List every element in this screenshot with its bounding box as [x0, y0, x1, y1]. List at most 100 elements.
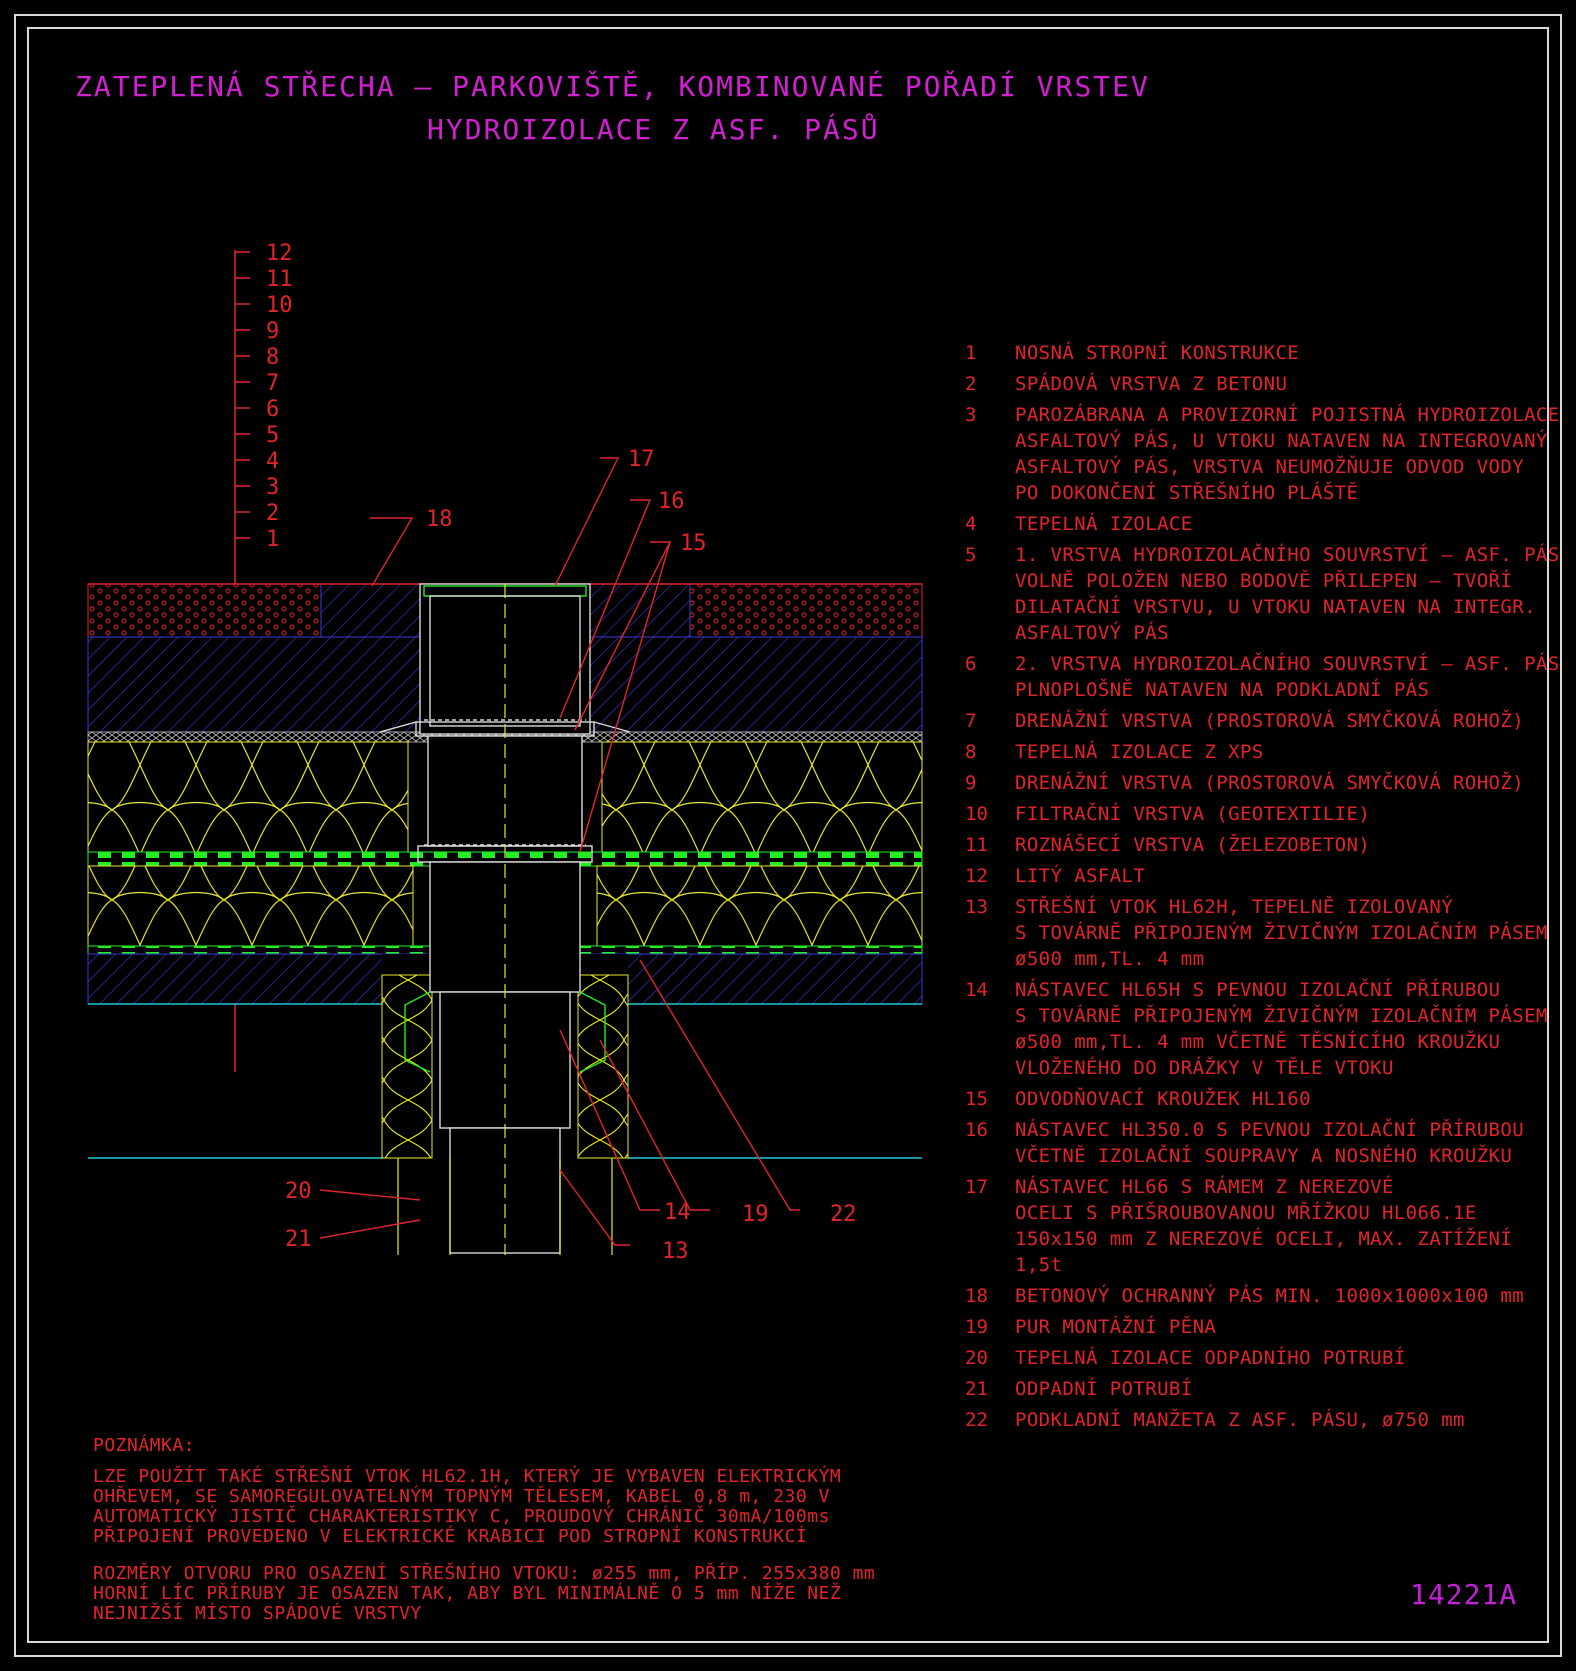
note-paragraph-1: LZE POUŽÍT TAKÉ STŘEŠNÍ VTOK HL62.1H, KT… — [93, 1466, 842, 1547]
legend-item-text: NÁSTAVEC HL65H S PEVNOU IZOLAČNÍ PŘÍRUBO… — [1015, 979, 1548, 1079]
legend-item-number: 9 — [965, 772, 977, 794]
legend-item-number: 19 — [965, 1316, 988, 1338]
legend-item-number: 7 — [965, 710, 977, 732]
legend-item-number: 6 — [965, 653, 977, 675]
callout-22: 22 — [830, 1202, 857, 1227]
legend-item-number: 20 — [965, 1347, 988, 1369]
legend-item-text: DRENÁŽNÍ VRSTVA (PROSTOROVÁ SMYČKOVÁ ROH… — [1015, 772, 1525, 794]
layer-insulation-left — [87, 865, 414, 947]
legend-item-number: 14 — [965, 979, 988, 1001]
ruler-label: 5 — [266, 423, 279, 448]
legend-item-text: BETONOVÝ OCHRANNÝ PÁS MIN. 1000x1000x100… — [1015, 1285, 1525, 1307]
layer-insulation-right — [596, 865, 923, 947]
ruler-label: 10 — [266, 293, 293, 318]
legend-item-number: 12 — [965, 865, 988, 887]
ruler-label: 4 — [266, 449, 279, 474]
legend-item-text: TEPELNÁ IZOLACE — [1015, 513, 1193, 535]
legend-item-number: 4 — [965, 513, 977, 535]
legend-list: 1 NOSNÁ STROPNÍ KONSTRUKCE 2 SPÁDOVÁ VRSTVA… — [965, 340, 1565, 1438]
layer-xps-right — [601, 741, 923, 853]
ruler-label: 2 — [266, 501, 279, 526]
legend-item: 21 ODPADNÍ POTRUBÍ — [965, 1376, 1565, 1402]
waste-pipe — [397, 1158, 613, 1255]
legend-item-number: 22 — [965, 1409, 988, 1431]
callout-18: 18 — [426, 507, 453, 532]
callout-21: 21 — [285, 1227, 312, 1252]
legend-item-text: PODKLADNÍ MANŽETA Z ASF. PÁSU, ø750 mm — [1015, 1409, 1465, 1431]
note-title: POZNÁMKA: — [93, 1435, 196, 1456]
legend-item-text: TEPELNÁ IZOLACE Z XPS — [1015, 741, 1264, 763]
legend-item: 12 LITÝ ASFALT — [965, 863, 1565, 889]
legend-item-number: 17 — [965, 1176, 988, 1198]
leader-lines — [319, 457, 800, 1246]
layer-cast-asphalt-right — [689, 583, 923, 638]
legend-item-number: 3 — [965, 404, 977, 426]
legend-item: 1 NOSNÁ STROPNÍ KONSTRUKCE — [965, 340, 1565, 366]
legend-item-text: TEPELNÁ IZOLACE ODPADNÍHO POTRUBÍ — [1015, 1347, 1406, 1369]
drawing-title-line-2: HYDROIZOLACE Z ASF. PÁSŮ — [427, 113, 880, 146]
ruler-label: 7 — [266, 371, 279, 396]
legend-item-number: 2 — [965, 373, 977, 395]
legend-item-number: 16 — [965, 1119, 988, 1141]
legend-item: 15 ODVODŇOVACÍ KROUŽEK HL160 — [965, 1086, 1565, 1112]
drawing-title-line-1: ZATEPLENÁ STŘECHA – PARKOVIŠTĚ, KOMBINOV… — [75, 70, 1150, 103]
pipe-insulation-right — [577, 974, 629, 1159]
legend-item: 16 NÁSTAVEC HL350.0 S PEVNOU IZOLAČNÍ PŘÍ… — [965, 1117, 1565, 1169]
callout-15: 15 — [680, 531, 707, 556]
ruler-label: 11 — [266, 267, 293, 292]
legend-item: 10 FILTRAČNÍ VRSTVA (GEOTEXTILIE) — [965, 801, 1565, 827]
legend-item-text: PAROZÁBRANA A PROVIZORNÍ POJISTNÁ HYDROI… — [1015, 404, 1560, 504]
ruler-label: 3 — [266, 475, 279, 500]
legend-item: 2 SPÁDOVÁ VRSTVA Z BETONU — [965, 371, 1565, 397]
legend-item-number: 13 — [965, 896, 988, 918]
callout-14: 14 — [664, 1200, 691, 1225]
legend-item-text: ODPADNÍ POTRUBÍ — [1015, 1378, 1193, 1400]
legend-item: 17 NÁSTAVEC HL66 S RÁMEM Z NEREZOVÉ OCELI… — [965, 1174, 1565, 1278]
legend-item: 20 TEPELNÁ IZOLACE ODPADNÍHO POTRUBÍ — [965, 1345, 1565, 1371]
inner-frame — [27, 27, 1549, 1643]
callout-20: 20 — [285, 1179, 312, 1204]
legend-item-text: ROZNÁŠECÍ VRSTVA (ŽELEZOBETON) — [1015, 834, 1371, 856]
legend-item-number: 11 — [965, 834, 988, 856]
ruler-label: 1 — [266, 527, 279, 552]
legend-item-text: SPÁDOVÁ VRSTVA Z BETONU — [1015, 373, 1288, 395]
legend-item-text: ODVODŇOVACÍ KROUŽEK HL160 — [1015, 1088, 1311, 1110]
legend-item: 5 1. VRSTVA HYDROIZOLAČNÍHO SOUVRSTVÍ – A… — [965, 542, 1565, 646]
legend-item-text: 1. VRSTVA HYDROIZOLAČNÍHO SOUVRSTVÍ – AS… — [1015, 544, 1560, 644]
legend-item-text: LITÝ ASFALT — [1015, 865, 1146, 887]
legend-item-number: 21 — [965, 1378, 988, 1400]
note-paragraph-2: ROZMĚRY OTVORU PRO OSAZENÍ STŘEŠNÍHO VTO… — [93, 1563, 876, 1624]
legend-item: 9 DRENÁŽNÍ VRSTVA (PROSTOROVÁ SMYČKOVÁ RO… — [965, 770, 1565, 796]
drawing-number: 14221A — [1410, 1578, 1518, 1611]
legend-item: 22 PODKLADNÍ MANŽETA Z ASF. PÁSU, ø750 mm — [965, 1407, 1565, 1433]
legend-item: 8 TEPELNÁ IZOLACE Z XPS — [965, 739, 1565, 765]
outer-frame — [14, 14, 1562, 1657]
layer-cast-asphalt-left — [87, 583, 322, 638]
ruler-label: 6 — [266, 397, 279, 422]
ruler-label: 12 — [266, 241, 293, 266]
legend-item: 7 DRENÁŽNÍ VRSTVA (PROSTOROVÁ SMYČKOVÁ RO… — [965, 708, 1565, 734]
legend-item-number: 8 — [965, 741, 977, 763]
legend-item-text: NOSNÁ STROPNÍ KONSTRUKCE — [1015, 342, 1300, 364]
legend-item-text: FILTRAČNÍ VRSTVA (GEOTEXTILIE) — [1015, 803, 1371, 825]
legend-item-text: NÁSTAVEC HL350.0 S PEVNOU IZOLAČNÍ PŘÍRU… — [1015, 1119, 1525, 1167]
legend-item-number: 5 — [965, 544, 977, 566]
legend-item-number: 1 — [965, 342, 977, 364]
legend-item-number: 15 — [965, 1088, 988, 1110]
legend-item-text: DRENÁŽNÍ VRSTVA (PROSTOROVÁ SMYČKOVÁ ROH… — [1015, 710, 1525, 732]
callout-13: 13 — [662, 1239, 689, 1264]
layer-xps-left — [87, 741, 409, 853]
legend-item-text: NÁSTAVEC HL66 S RÁMEM Z NEREZOVÉ OCELI S… — [1015, 1176, 1513, 1276]
legend-item-number: 10 — [965, 803, 988, 825]
legend-item: 11 ROZNÁŠECÍ VRSTVA (ŽELEZOBETON) — [965, 832, 1565, 858]
legend-item: 4 TEPELNÁ IZOLACE — [965, 511, 1565, 537]
callout-16: 16 — [658, 489, 685, 514]
pipe-insulation-left — [381, 974, 433, 1159]
legend-item: 3 PAROZÁBRANA A PROVIZORNÍ POJISTNÁ HYDRO… — [965, 402, 1565, 506]
legend-item-text: STŘEŠNÍ VTOK HL62H, TEPELNĚ IZOLOVANÝ S … — [1015, 896, 1548, 970]
legend-item: 13 STŘEŠNÍ VTOK HL62H, TEPELNĚ IZOLOVANÝ … — [965, 894, 1565, 972]
